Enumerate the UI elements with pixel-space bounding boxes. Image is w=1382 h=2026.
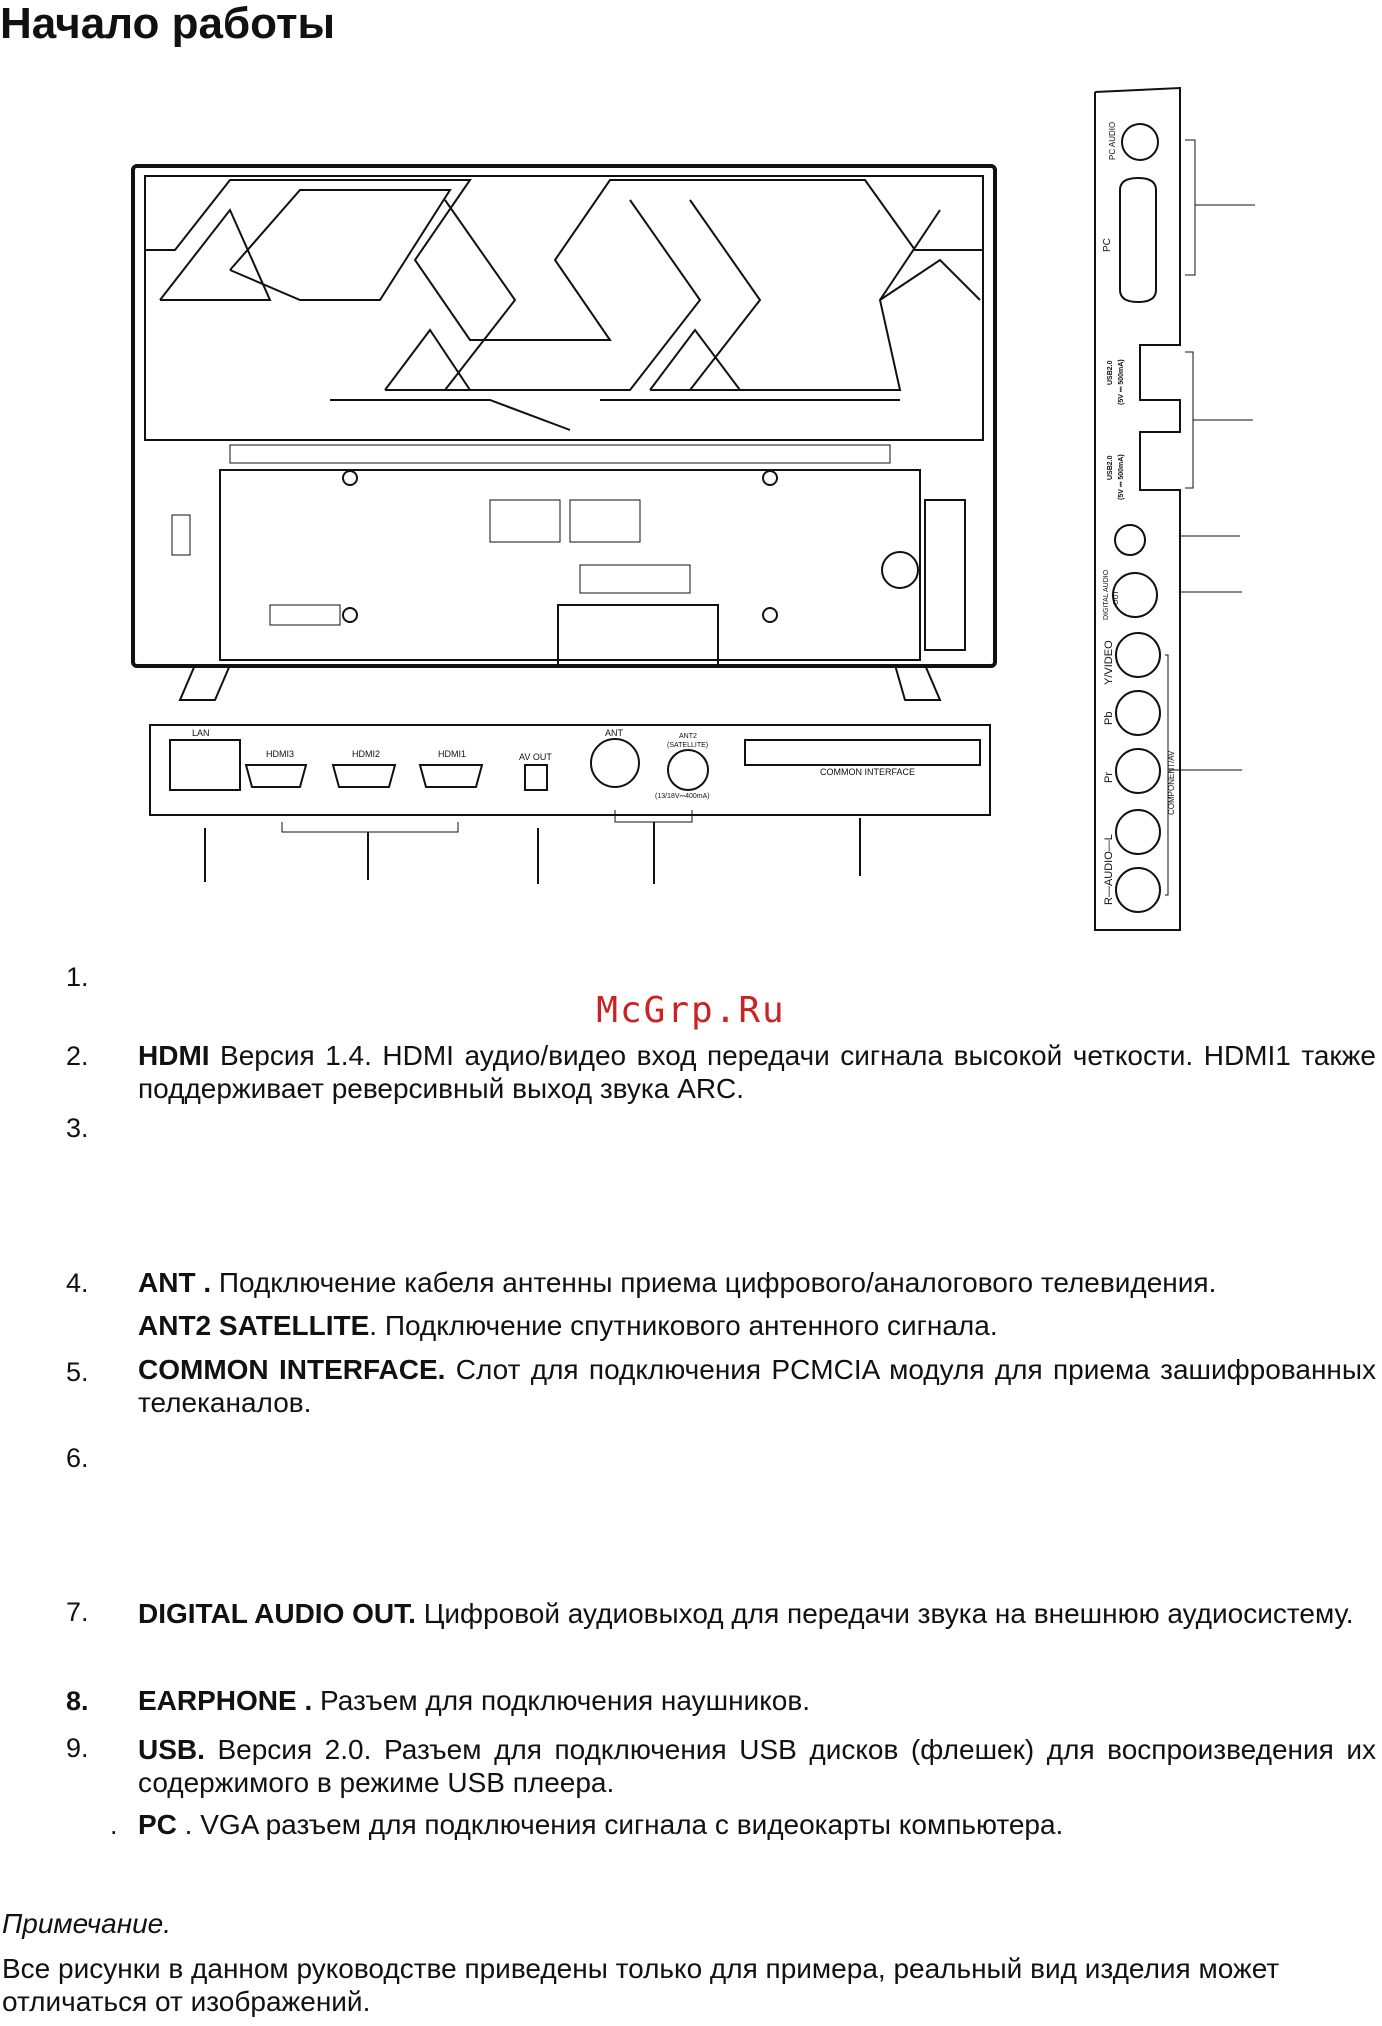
pb-jack (1115, 690, 1161, 736)
audio-r-jack (1115, 867, 1161, 913)
hdmi1-port (418, 764, 484, 788)
tv-back-panel (131, 164, 997, 701)
page-title: Начало работы (0, 0, 336, 48)
hdmi3-port (244, 764, 308, 788)
lan-port (169, 739, 241, 791)
digital-audio-out-jack (1112, 572, 1158, 618)
pr-jack (1115, 748, 1161, 794)
item-1-number: 1. (66, 962, 89, 992)
item-4-number: 4. (66, 1268, 89, 1298)
item-3-number: 3. (66, 1113, 89, 1143)
item-7-text: DIGITAL AUDIO OUT. Цифровой аудиовыход д… (138, 1598, 1354, 1629)
item-10-number: . (110, 1810, 118, 1840)
pr-label: Pr (1103, 772, 1115, 783)
side-port-panel (1094, 86, 1255, 931)
item-8-number: 8. (66, 1686, 89, 1716)
ant-port (590, 738, 640, 788)
pc-vga-port (1119, 176, 1157, 304)
hdmi2-label: HDMI2 (352, 749, 380, 759)
watermark: McGrp.Ru (596, 990, 786, 1031)
item-2-text: HDMI Версия 1.4. HDMI аудио/видео вход п… (138, 1040, 1376, 1104)
item-8-text: EARPHONE . Разъем для подключения наушни… (138, 1685, 811, 1716)
usb1-label: USB2.0 (1107, 360, 1114, 385)
common-interface-slot (744, 739, 981, 766)
item-5-number: 5. (66, 1357, 89, 1387)
item-5-text: COMMON INTERFACE. Слот для подключения P… (138, 1354, 1376, 1418)
digital-out-label: OUT (1113, 590, 1120, 606)
lan-label: LAN (192, 728, 210, 738)
usb2-power-label: (5V ⎓ 500mA) (1118, 454, 1125, 500)
bottom-port-panel (149, 724, 991, 884)
item-9-text: USB. Версия 2.0. Разъем для подключения … (138, 1734, 1376, 1798)
pb-label: Pb (1103, 712, 1115, 725)
audio-label: R—AUDIO—L (1103, 834, 1115, 905)
note-text: Все рисунки в данном руководстве приведе… (2, 1953, 1280, 2017)
hdmi2-port (331, 764, 397, 788)
note-title: Примечание. (2, 1908, 172, 1939)
y-video-jack (1115, 632, 1161, 678)
earphone-jack (1114, 524, 1146, 556)
audio-l-jack (1115, 809, 1161, 855)
y-video-label: Y/VIDEO (1103, 640, 1115, 685)
item-4-text: ANT . Подключение кабеля антенны приема … (138, 1267, 1217, 1298)
side-port-labels: PC AUDIO PC USB2.0 (5V ⎓ 500mA) USB2.0 (… (1102, 122, 1176, 905)
usb2-label: USB2.0 (1107, 455, 1114, 480)
av-out-port (524, 764, 548, 791)
item-4b-text: ANT2 SATELLITE. Подключение спутникового… (138, 1310, 998, 1341)
pc-audio-jack (1121, 123, 1159, 161)
item-2-number: 2. (66, 1041, 89, 1071)
ant-label: ANT (605, 728, 624, 738)
ant2-label: ANT2 (679, 733, 697, 740)
component-av-label: COMPONENT/AV (1167, 750, 1176, 815)
ant2-power-label: (13/18V⎓400mA) (655, 793, 710, 800)
usb1-power-label: (5V ⎓ 500mA) (1118, 359, 1125, 405)
item-9-number: 9. (66, 1733, 89, 1763)
common-interface-label: COMMON INTERFACE (820, 767, 915, 777)
av-out-label: AV OUT (519, 752, 552, 762)
item-7-number: 7. (66, 1597, 89, 1627)
digital-audio-label: DIGITAL AUDIO (1103, 569, 1110, 620)
hdmi1-label: HDMI1 (438, 749, 466, 759)
tv-rear-diagram: LAN HDMI3 HDMI2 HDMI1 AV OUT ANT ANT2 (S… (131, 86, 1255, 931)
item-6-number: 6. (66, 1443, 89, 1473)
pc-label: PC (1102, 238, 1113, 252)
item-10-text: PC . VGA разъем для подключения сигнала … (138, 1809, 1064, 1840)
pc-audio-label: PC AUDIO (1108, 122, 1117, 160)
hdmi3-label: HDMI3 (266, 749, 294, 759)
bottom-port-labels: LAN HDMI3 HDMI2 HDMI1 AV OUT ANT ANT2 (S… (192, 728, 915, 800)
ant2-port (667, 749, 709, 791)
ant2-sub-label: (SATELLITE) (667, 742, 708, 749)
